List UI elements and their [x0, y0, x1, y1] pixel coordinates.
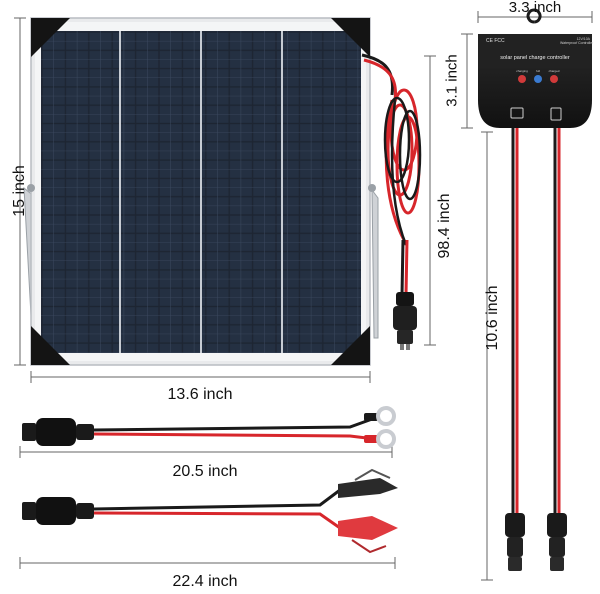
- black-clip: [338, 478, 398, 498]
- ring-terminal: [376, 406, 396, 426]
- solar-panel: [23, 17, 379, 366]
- corner-protector: [31, 326, 70, 365]
- controller-title: solar panel charge controller: [500, 55, 570, 61]
- sae-connector: [547, 513, 567, 571]
- ring-cable-length-label: 20.5 inch: [172, 463, 238, 480]
- panel-grid: [119, 31, 283, 353]
- certification-marks: CE FCC: [486, 38, 505, 44]
- controller-width-label: 3.3 inch: [508, 0, 562, 16]
- led-blue: [534, 75, 542, 83]
- corner-protector: [31, 18, 70, 57]
- led-label-full: full: [536, 69, 540, 73]
- mount-bolt: [368, 184, 376, 192]
- led-red: [518, 75, 526, 83]
- controller-model: 12V/10A Waterproof Controller: [560, 37, 594, 45]
- ring-terminal: [376, 429, 396, 449]
- panel-cable-length-label: 98.4 inch: [436, 193, 453, 259]
- solar-port-icon: [510, 107, 524, 119]
- corner-protector: [331, 326, 370, 365]
- panel-width-label: 13.6 inch: [167, 386, 233, 403]
- dimension-lines: [14, 11, 593, 581]
- red-clip: [338, 516, 398, 540]
- battery-port-icon: [550, 107, 562, 121]
- alligator-clip-cable: [22, 468, 398, 554]
- sae-connector: [393, 292, 417, 350]
- led-label-charged: charged: [548, 69, 560, 73]
- controller-model-line1: 12V/10A: [576, 37, 590, 41]
- ring-terminal-cable: [22, 406, 396, 449]
- controller-height-label: 3.1 inch: [443, 54, 461, 107]
- controller-model-line2: Waterproof Controller: [560, 41, 594, 45]
- panel-cable: [361, 53, 422, 296]
- controller-cable-length-label: 10.6 inch: [484, 285, 501, 351]
- controller-cables: [511, 128, 561, 515]
- corner-protector: [331, 18, 370, 57]
- mount-bolt: [27, 184, 35, 192]
- clip-cable-length-label: 22.4 inch: [172, 573, 238, 590]
- charge-controller: [478, 8, 592, 128]
- sae-connector: [505, 513, 525, 571]
- led-red: [550, 75, 558, 83]
- panel-height-label: 15 inch: [11, 165, 28, 217]
- hanging-hole: [526, 8, 542, 24]
- led-label-charging: charging: [516, 69, 528, 73]
